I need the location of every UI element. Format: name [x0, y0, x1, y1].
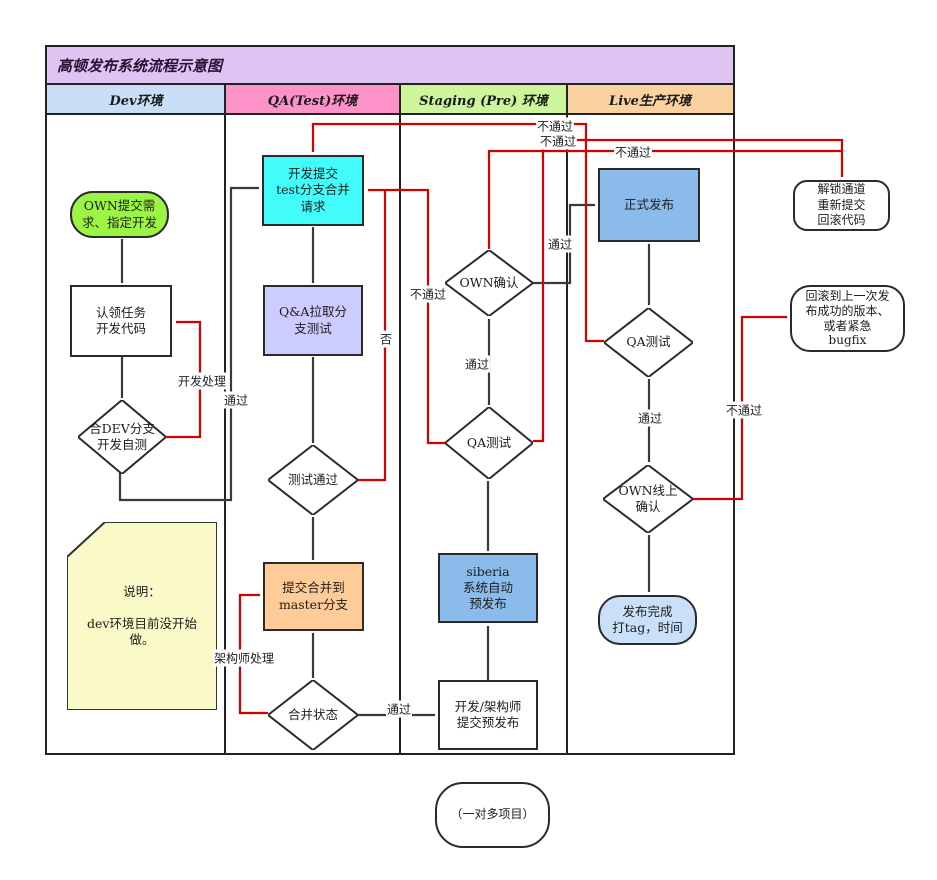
edge-label-live-qa-pass: 通过: [636, 409, 664, 427]
node-multi-project: （一对多项目）: [435, 782, 550, 848]
lane-header-staging: Staging (Pre) 环境: [400, 85, 567, 115]
node-qa-pull-test: Q&A拉取分 支测试: [263, 285, 363, 356]
edge-label-dev-rework: 开发处理: [176, 372, 228, 390]
edge-label-own-online-fail: 不通过: [724, 401, 764, 419]
node-test-pass-decision: 测试通过: [268, 445, 358, 515]
edge-label-own-fail: 不通过: [613, 143, 653, 161]
node-start: OWN提交需 求、指定开发: [70, 191, 169, 238]
node-qa-test-staging-decision: QA测试: [445, 407, 533, 479]
node-qa-test-live-decision: QA测试: [604, 308, 693, 377]
lane-header-qa: QA(Test)环境: [225, 85, 400, 115]
node-own-online-confirm-decision: OWN线上 确认: [603, 465, 693, 533]
lane-divider: [566, 85, 568, 755]
node-rollback: 回滚到上一次发 布成功的版本、 或者紧急 bugfix: [790, 285, 905, 352]
diagram-title: 高顿发布系统流程示意图: [45, 45, 735, 85]
edge-label-staging-qa-fail-right: 不通过: [538, 132, 578, 150]
node-formal-release: 正式发布: [598, 168, 700, 242]
node-merge-master: 提交合并到 master分支: [263, 562, 364, 631]
node-unlock-channel: 解锁通道 重新提交 回滚代码: [793, 180, 890, 231]
node-note: 说明： dev环境目前没开始 做。: [67, 522, 217, 710]
node-claim-task: 认领任务 开发代码: [70, 285, 172, 357]
node-merge-status-decision: 合并状态: [268, 680, 358, 750]
node-submit-merge-request: 开发提交 test分支合并 请求: [262, 155, 364, 226]
node-own-confirm-decision: OWN确认: [445, 250, 533, 316]
edge-label-staging-qa-pass: 通过: [463, 355, 491, 373]
node-dev-merge-decision: 合DEV分支 开发自测: [78, 400, 166, 474]
edge-label-arch-handle: 架构师处理: [212, 649, 276, 667]
node-siberia-autorelease: siberia 系统自动 预发布: [438, 553, 538, 623]
node-pre-release-submit: 开发/架构师 提交预发布: [438, 680, 538, 750]
edge-label-merge-pass: 通过: [385, 700, 413, 718]
edge-label-test-no: 否: [378, 330, 394, 348]
edge-label-dev-pass: 通过: [222, 391, 250, 409]
edge-label-staging-qa-fail-left: 不通过: [408, 285, 448, 303]
lane-divider: [399, 85, 401, 755]
node-release-done: 发布完成 打tag，时间: [598, 595, 697, 645]
lane-header-live: Live生产环境: [567, 85, 735, 115]
lane-header-dev: Dev环境: [45, 85, 225, 115]
edge-label-own-pass: 通过: [546, 235, 574, 253]
